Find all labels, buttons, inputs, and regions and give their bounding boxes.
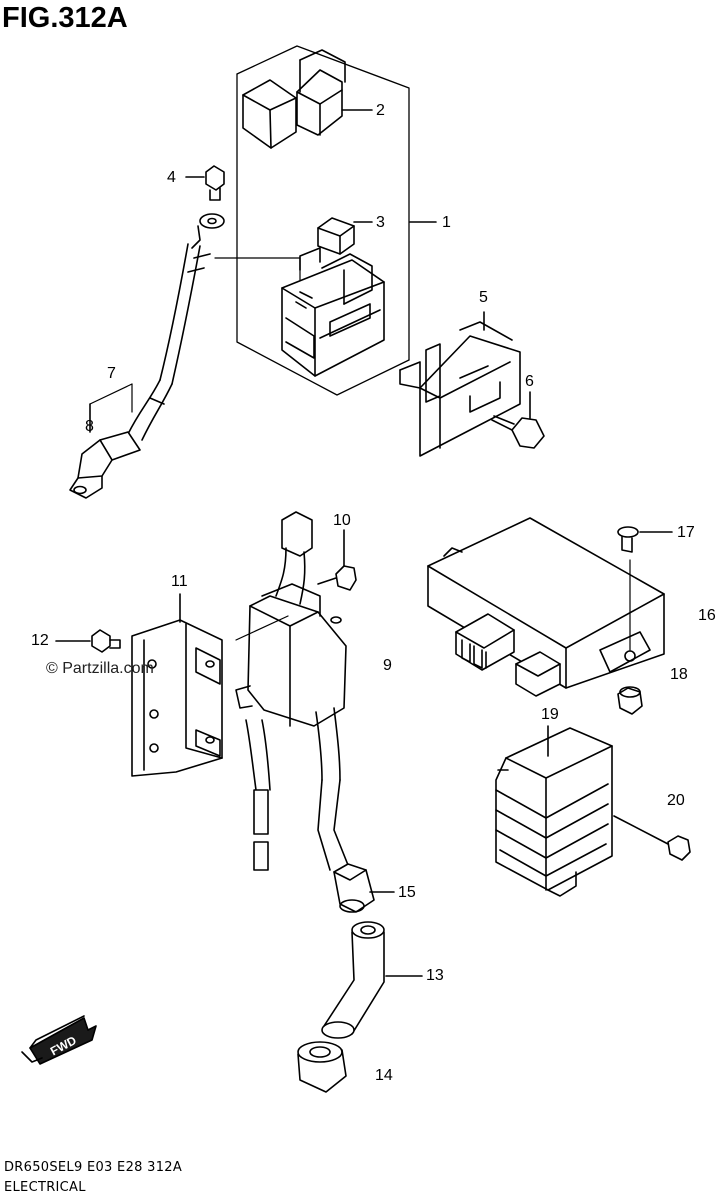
callout-4: 4	[167, 169, 176, 186]
callout-17: 17	[677, 524, 695, 541]
fuse-box-cover	[242, 49, 373, 149]
callout-5: 5	[479, 289, 488, 306]
callout-14: 14	[375, 1067, 393, 1084]
callout-8: 8	[85, 418, 94, 435]
bolt-6	[491, 391, 545, 449]
starter-relay	[281, 247, 385, 377]
bolt-4	[185, 165, 225, 201]
callout-11: 11	[171, 573, 188, 590]
screw-17	[617, 526, 673, 553]
callout-1: 1	[442, 214, 451, 231]
callout-2: 2	[376, 102, 385, 119]
callout-3: 3	[376, 214, 385, 231]
ignition-coil	[235, 511, 351, 871]
callout-19: 19	[541, 706, 559, 723]
bolt-12	[55, 629, 121, 653]
callout-7: 7	[107, 365, 116, 382]
callout-16: 16	[698, 607, 716, 624]
callout-6: 6	[525, 373, 534, 390]
coil-bracket-11	[131, 593, 223, 777]
callout-20: 20	[667, 792, 685, 809]
figure-title: FIG.312A	[2, 2, 128, 34]
callout-18: 18	[670, 666, 688, 683]
regulator-rectifier	[495, 725, 613, 897]
forward-direction-arrow	[21, 1015, 97, 1065]
callout-9: 9	[383, 657, 392, 674]
ecm-unit	[427, 517, 665, 697]
grommet-18	[617, 686, 643, 715]
watermark-text: © Partzilla.com	[46, 660, 154, 677]
callout-10: 10	[333, 512, 351, 529]
relay-bracket-5	[399, 311, 521, 457]
callout-12: 12	[31, 632, 49, 649]
callout-15: 15	[398, 884, 416, 901]
bolt-20	[613, 815, 691, 861]
spark-plug-boot-13	[321, 921, 423, 1039]
battery-wire-lead	[127, 213, 301, 441]
footer-section-name: ELECTRICAL	[4, 1180, 86, 1195]
plug-seal-14	[297, 1041, 347, 1093]
relay-assembly-frame	[236, 45, 410, 396]
callout-13: 13	[426, 967, 444, 984]
wire-boot-terminal	[69, 383, 141, 499]
footer-model-code: DR650SEL9 E03 E28 312A	[4, 1160, 183, 1175]
plug-cap-15	[333, 863, 395, 913]
fuse	[317, 217, 373, 255]
bolt-10	[317, 529, 357, 591]
